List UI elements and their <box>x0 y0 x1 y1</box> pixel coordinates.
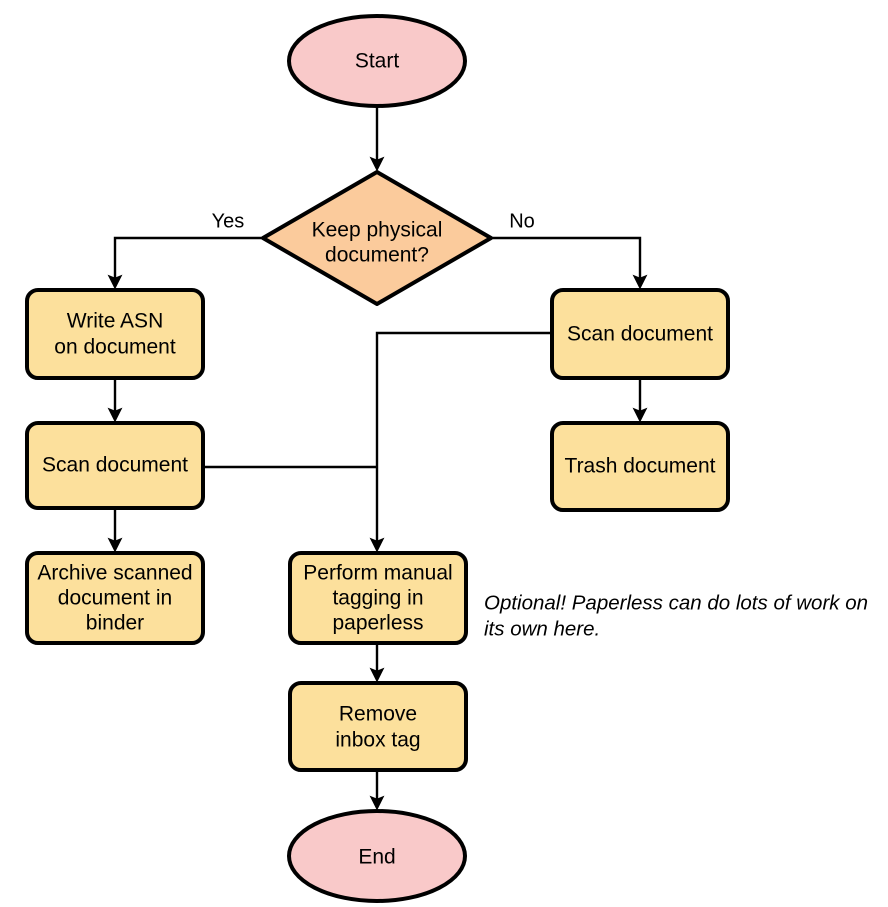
archive-label-line2: document in <box>58 587 172 610</box>
start-ellipse <box>287 14 467 108</box>
archive-label-line3: binder <box>86 612 144 635</box>
start-label: Start <box>355 50 400 73</box>
edge-scan-right-to-manual-tagging <box>369 331 552 553</box>
write-asn-label-line1: Write ASN <box>67 310 163 333</box>
trash-document-label: Trash document <box>565 455 716 478</box>
scan-document-left-label: Scan document <box>42 454 188 477</box>
node-trash-document[interactable]: Trash document <box>550 421 730 512</box>
node-archive-scanned-document[interactable]: Archive scanned document in binder <box>25 551 205 645</box>
node-scan-document-right[interactable]: Scan document <box>550 288 730 380</box>
node-start[interactable]: Start <box>287 14 467 108</box>
remove-inbox-label-line2: inbox tag <box>335 729 420 752</box>
trash-document-box <box>550 421 730 512</box>
write-asn-label-line2: on document <box>54 336 176 359</box>
scan-document-right-box <box>550 288 730 380</box>
archive-box <box>25 551 205 645</box>
node-remove-inbox-tag[interactable]: Remove inbox tag <box>288 681 468 772</box>
manual-tagging-label-line3: paperless <box>332 612 423 635</box>
manual-tagging-label-line1: Perform manual <box>303 562 452 585</box>
annotation-line1: Optional! Paperless can do lots of work … <box>484 591 868 614</box>
edge-decision-no-to-scan-right <box>491 236 648 290</box>
decision-label-line2: document? <box>325 244 429 267</box>
node-end[interactable]: End <box>287 809 467 903</box>
archive-label-line1: Archive scanned <box>37 562 192 585</box>
annotation-note: Optional! Paperless can do lots of work … <box>484 591 868 640</box>
decision-label-line1: Keep physical <box>312 219 443 242</box>
decision-diamond <box>261 170 493 306</box>
edge-label-yes: Yes <box>212 210 245 232</box>
edge-label-no: No <box>509 210 535 232</box>
scan-document-left-box <box>25 421 205 510</box>
node-keep-physical-document[interactable]: Keep physical document? <box>261 170 493 306</box>
annotation-line2: its own here. <box>484 617 600 640</box>
end-label: End <box>358 846 395 869</box>
write-asn-box <box>25 288 205 380</box>
manual-tagging-label-line2: tagging in <box>332 587 423 610</box>
edge-decision-yes-to-write-asn <box>107 236 263 290</box>
scan-document-right-label: Scan document <box>567 323 713 346</box>
remove-inbox-label-line1: Remove <box>339 703 417 726</box>
node-write-asn-on-document[interactable]: Write ASN on document <box>25 288 205 380</box>
node-scan-document-left[interactable]: Scan document <box>25 421 205 510</box>
remove-inbox-tag-box <box>288 681 468 772</box>
node-perform-manual-tagging[interactable]: Perform manual tagging in paperless <box>288 551 468 645</box>
end-ellipse <box>287 809 467 903</box>
manual-tagging-box <box>288 551 468 645</box>
